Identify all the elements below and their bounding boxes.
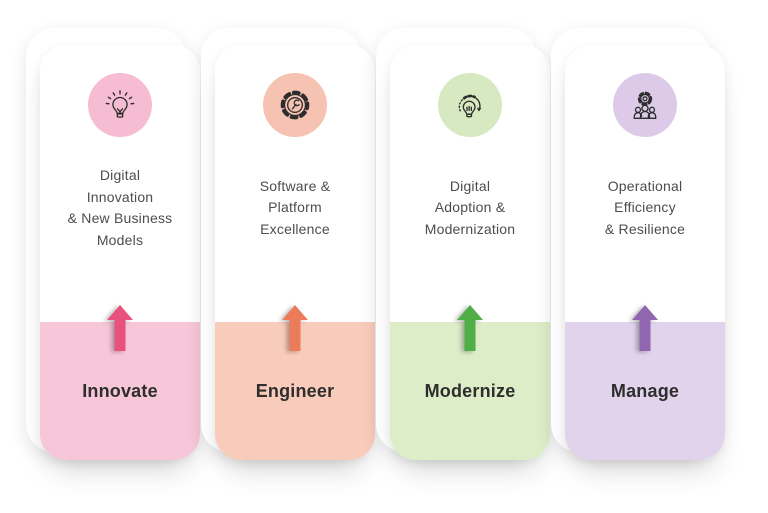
card-surface: Operational Efficiency & Resilience Mana… (565, 45, 725, 460)
card-label: Engineer (255, 380, 335, 401)
card-modernize: Digital Adoption & Modernization Moderni… (376, 28, 550, 460)
icon-circle (263, 73, 327, 137)
card-label: Manage (610, 380, 680, 401)
icon-circle (613, 73, 677, 137)
card-title: Operational Efficiency & Resilience (604, 177, 686, 237)
card-surface: Digital Innovation & New Business Models… (40, 45, 200, 460)
card-innovate: Digital Innovation & New Business Models… (26, 28, 200, 460)
bulb-gear-icon (458, 94, 481, 118)
card-title: Digital Innovation & New Business Models (67, 167, 173, 248)
card-title: Software & Platform Excellence (259, 177, 331, 237)
team-gear-icon (633, 91, 657, 120)
card-label: Modernize (424, 380, 516, 401)
card-surface: Software & Platform Excellence Engineer (215, 45, 375, 460)
card-top-section: Digital Adoption & Modernization (390, 45, 550, 322)
up-arrow-icon (632, 305, 658, 351)
up-arrow-icon (282, 305, 308, 351)
card-surface: Digital Adoption & Modernization Moderni… (390, 45, 550, 460)
idea-bulb-icon (105, 90, 135, 118)
card-label: Innovate (82, 380, 158, 401)
card-title: Digital Adoption & Modernization (424, 177, 516, 237)
card-manage: Operational Efficiency & Resilience Mana… (551, 28, 725, 460)
card-top-section: Software & Platform Excellence (215, 45, 375, 322)
up-arrow-icon (457, 305, 483, 351)
up-arrow-icon (107, 305, 133, 351)
card-top-section: Operational Efficiency & Resilience (565, 45, 725, 322)
card-engineer: Software & Platform Excellence Engineer (201, 28, 375, 460)
icon-circle (88, 73, 152, 137)
icon-circle (438, 73, 502, 137)
card-top-section: Digital Innovation & New Business Models (40, 45, 200, 322)
gear-wrench-icon (280, 90, 310, 120)
